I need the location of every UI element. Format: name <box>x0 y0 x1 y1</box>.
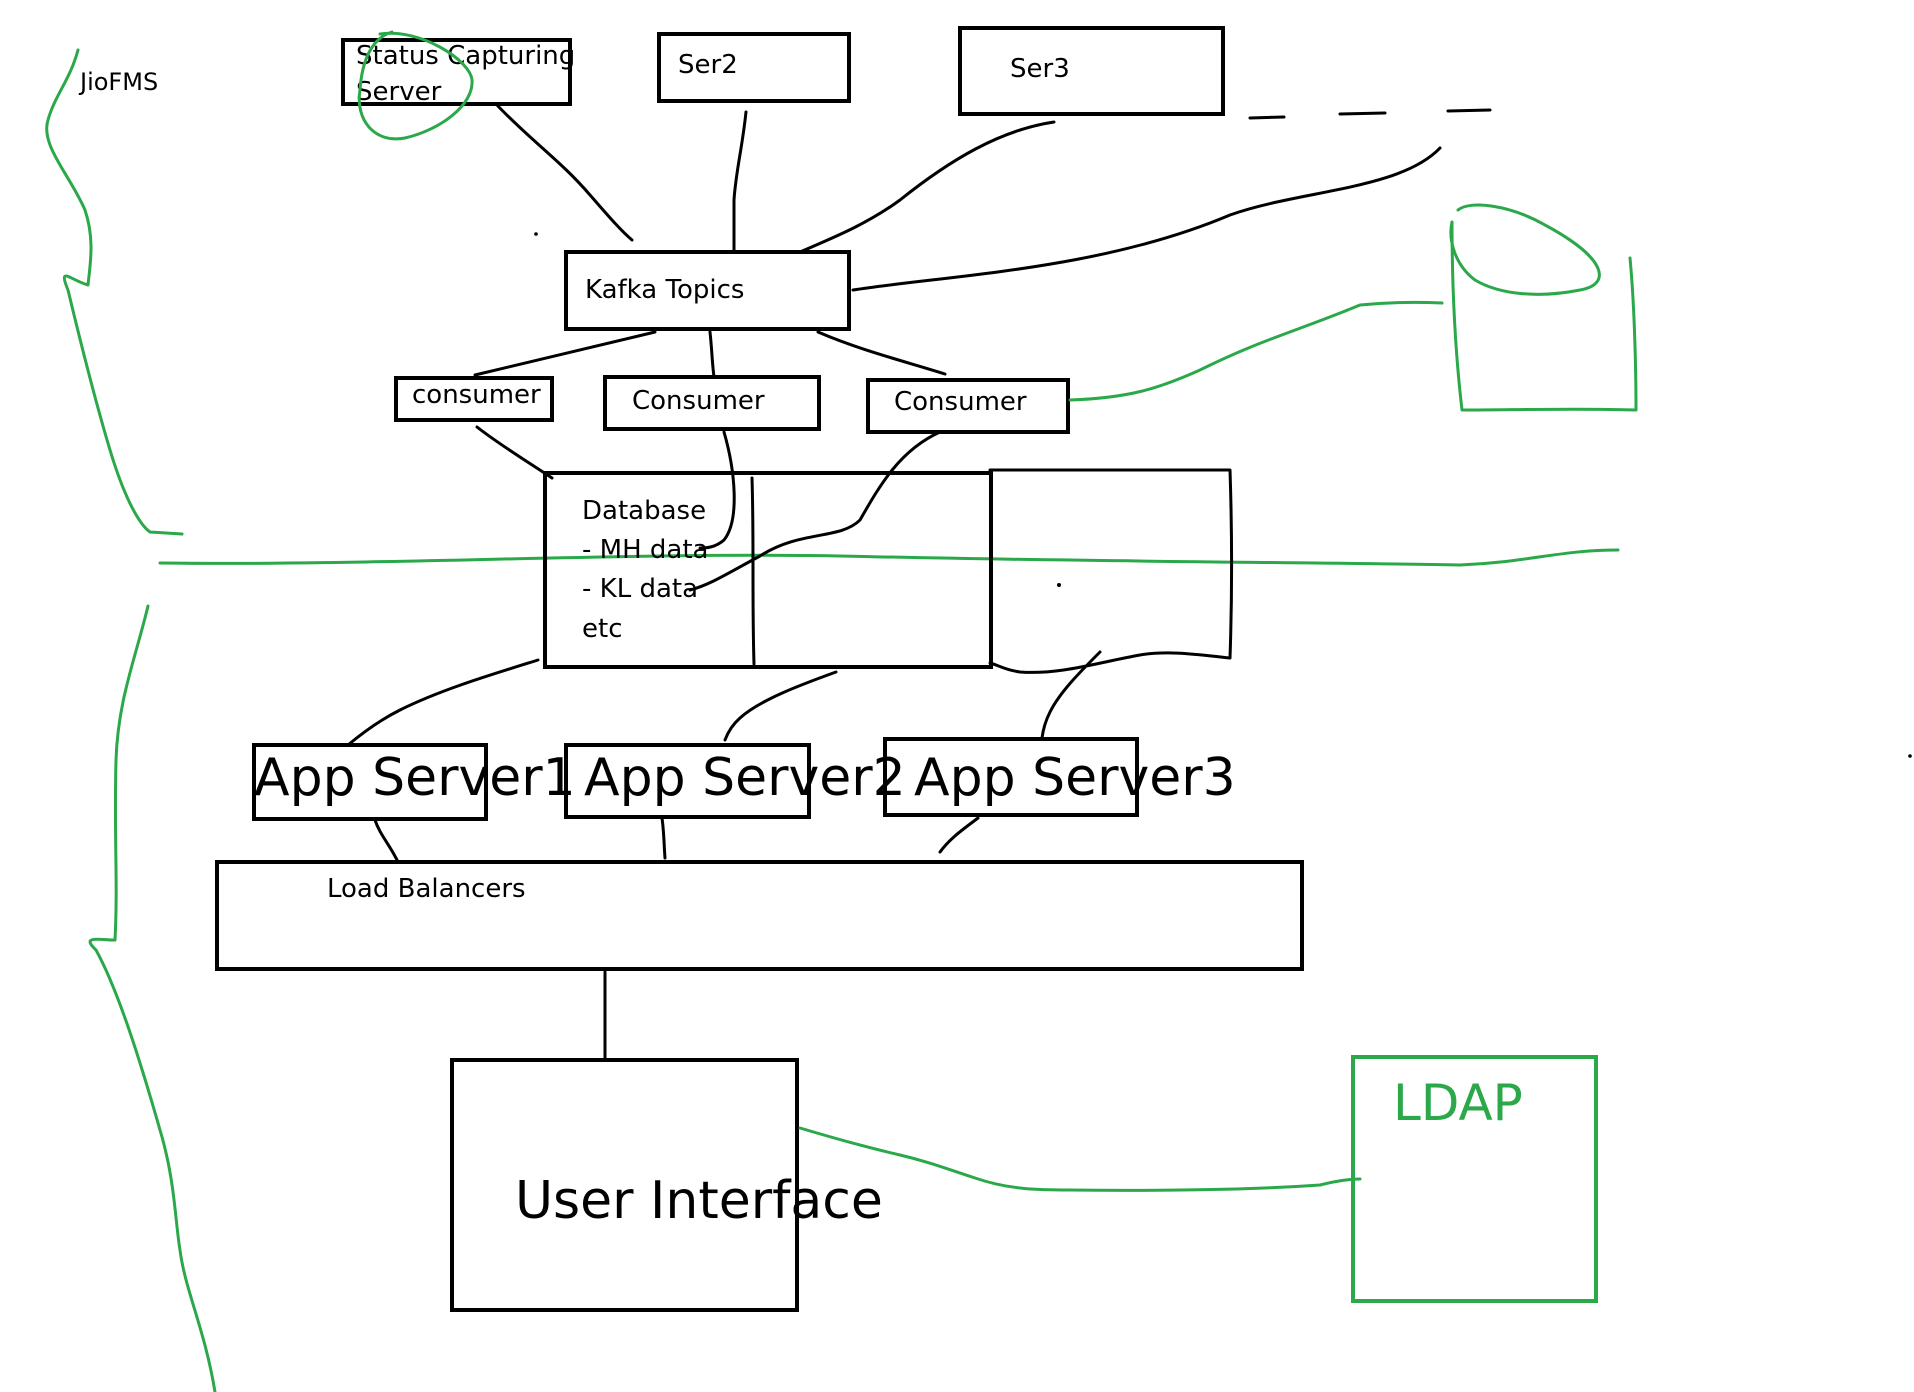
kafka-topics-label: Kafka Topics <box>585 275 744 305</box>
consumer3-label: Consumer <box>894 387 1027 417</box>
ldap-box <box>1351 1055 1598 1303</box>
connector-ser3-kafka <box>798 120 1056 254</box>
app-server3-box <box>883 737 1139 817</box>
connector-app3-lb <box>938 816 980 854</box>
connector-database-app2 <box>723 670 838 742</box>
database-label-line2: - MH data <box>582 535 708 565</box>
app-server3-label: App Server3 <box>914 748 1236 808</box>
database-extension-outline <box>988 468 1233 674</box>
connector-consumer2-database <box>698 430 736 550</box>
ser3-box <box>958 26 1225 116</box>
consumer1-label: consumer <box>412 380 541 410</box>
more-servers-dash-3 <box>1446 108 1492 113</box>
consumer2-label: Consumer <box>632 386 765 416</box>
database-box <box>543 471 993 669</box>
connector-kafka-consumer2 <box>708 330 716 379</box>
connector-ui-ldap <box>798 1126 1362 1192</box>
app-server1-box <box>252 743 488 821</box>
ser2-label: Ser2 <box>678 50 738 80</box>
connector-kafka-consumer3 <box>816 330 947 376</box>
database-label-line1: Database <box>582 496 706 526</box>
user-interface-box <box>450 1058 799 1312</box>
jiofms-boundary-upper <box>45 48 184 536</box>
load-balancers-label: Load Balancers <box>327 874 526 904</box>
database-label-line3: - KL data <box>582 574 698 604</box>
connector-more-kafka <box>851 146 1442 292</box>
more-servers-dash-2 <box>1338 111 1387 116</box>
ldap-label: LDAP <box>1393 1074 1523 1132</box>
connector-database-app3 <box>1040 650 1102 740</box>
ser2-box <box>657 32 851 103</box>
connector-ser2-kafka <box>732 110 748 254</box>
connector-app2-lb <box>660 816 667 860</box>
load-balancers-box <box>215 860 1304 971</box>
connector-status-kafka <box>494 102 634 242</box>
app-server2-box <box>564 743 811 819</box>
kafka-topics-box <box>564 250 851 331</box>
connector-kafka-consumer1 <box>473 330 657 377</box>
connector-app1-lb <box>373 818 400 864</box>
consumer2-box <box>603 375 821 431</box>
storage-cylinder-icon <box>1449 203 1638 412</box>
connector-consumer1-database <box>475 425 554 480</box>
stray-dot-1 <box>534 232 538 236</box>
status-server-green-circle <box>357 30 474 141</box>
consumer1-box <box>394 376 554 422</box>
jiofms-label: JioFMS <box>78 68 158 96</box>
app-server2-label: App Server2 <box>584 748 906 808</box>
connector-consumer3-database <box>688 430 942 592</box>
stray-dot-2 <box>1908 754 1912 758</box>
status-capturing-server-box <box>341 38 572 106</box>
consumer3-box <box>866 378 1070 434</box>
jiofms-boundary-lower <box>88 604 217 1392</box>
ser3-label: Ser3 <box>1010 54 1070 84</box>
connector-database-app1 <box>346 658 540 747</box>
database-label-line4: etc <box>582 614 623 644</box>
more-servers-dash-1 <box>1248 115 1286 120</box>
boundary-horizontal-line <box>158 548 1620 567</box>
status-server-label-line2: Server <box>356 77 442 107</box>
user-interface-label: User Interface <box>515 1171 883 1231</box>
app-server1-label: App Server1 <box>254 748 576 808</box>
database-inner-divider <box>750 476 756 666</box>
connector-consumer3-storage <box>1068 300 1444 402</box>
database-extension-dot <box>1057 583 1061 587</box>
